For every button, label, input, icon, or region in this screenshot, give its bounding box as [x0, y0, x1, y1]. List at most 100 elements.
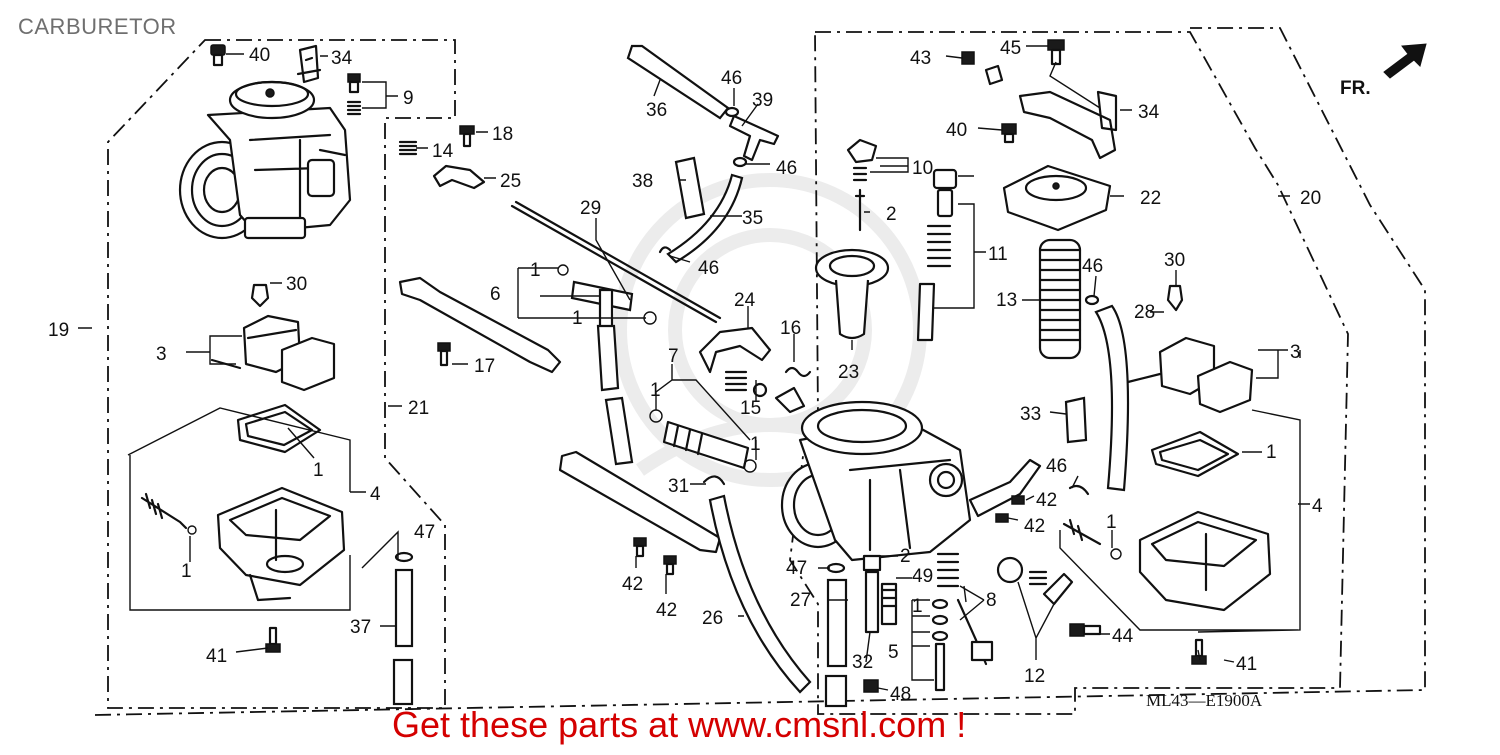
callout-34: 34 [1138, 102, 1160, 123]
callout-12: 12 [1024, 666, 1045, 687]
orientation-arrow-fr: FR. [1340, 43, 1427, 99]
callout-41: 41 [1236, 654, 1257, 675]
callout-25: 25 [500, 171, 521, 192]
screw-42-mid-b [663, 555, 677, 576]
screw-40-right [1001, 123, 1017, 144]
callout-3: 3 [1290, 342, 1301, 363]
callout-48: 48 [890, 684, 911, 705]
callout-numbers: 40 34 9 14 18 25 30 19 3 1 4 1 47 37 41 … [48, 38, 1323, 705]
callout-24: 24 [734, 290, 756, 311]
callout-44: 44 [1112, 626, 1134, 647]
callout-43: 43 [910, 48, 931, 69]
callout-35: 35 [742, 208, 763, 229]
callout-31: 31 [668, 476, 689, 497]
needle-holder-10 [846, 138, 878, 182]
callout-2: 2 [900, 546, 911, 567]
float-chamber-4-right [1138, 510, 1272, 612]
callout-10: 10 [912, 158, 933, 179]
tube-vertical-1 [596, 324, 620, 392]
frame-left-assembly [107, 39, 456, 709]
callout-1: 1 [912, 596, 923, 617]
callout-27: 27 [790, 590, 811, 611]
callout-30: 30 [286, 274, 307, 295]
rod-29 [510, 200, 722, 324]
adjuster-8 [936, 552, 994, 666]
callout-2: 2 [886, 204, 897, 225]
callout-46: 46 [1082, 256, 1103, 277]
callout-1: 1 [181, 561, 192, 582]
float-needle-30-left [250, 283, 270, 308]
float-chamber-4-left [216, 486, 346, 602]
callout-6: 6 [490, 284, 501, 305]
orientation-label: FR. [1340, 78, 1371, 99]
callout-29: 29 [580, 198, 601, 219]
callout-32: 32 [852, 652, 873, 673]
bolt-41-left [265, 626, 281, 653]
callout-42: 42 [1036, 490, 1057, 511]
washer-left [187, 525, 197, 535]
callout-1: 1 [1106, 512, 1117, 533]
callout-49: 49 [912, 566, 933, 587]
tube-37 [394, 568, 414, 648]
gasket-1-left [236, 403, 322, 454]
frame-outer-assembly [94, 27, 1426, 716]
callout-20: 20 [1300, 188, 1321, 209]
callout-1: 1 [313, 460, 324, 481]
callout-15: 15 [740, 398, 761, 419]
callout-19: 19 [48, 320, 69, 341]
clip-46-d [1084, 294, 1100, 306]
callout-18: 18 [492, 124, 513, 145]
callout-38: 38 [632, 171, 653, 192]
float-needle-30-right [1166, 284, 1184, 312]
tube-33 [1064, 396, 1088, 444]
callout-40: 40 [946, 120, 967, 141]
promo-link[interactable]: Get these parts at www.cmsnl.com ! [392, 704, 967, 745]
callout-34: 34 [331, 48, 353, 69]
callout-47: 47 [786, 558, 807, 579]
callout-13: 13 [996, 290, 1017, 311]
screw-42-mid-a [633, 537, 647, 558]
screw-42-right-a [1011, 495, 1025, 505]
float-3-right [1126, 336, 1254, 414]
plate-long [558, 450, 722, 554]
carburetor-body-right [780, 400, 972, 562]
pilot-screw-right [1062, 518, 1102, 546]
clip-46-b [732, 156, 748, 168]
screw-set-9 [346, 73, 362, 116]
callout-17: 17 [474, 356, 495, 377]
diagram-code: ML43—E1900A [1146, 691, 1263, 710]
screw-43 [961, 51, 1004, 86]
callout-37: 37 [350, 617, 371, 638]
callout-46: 46 [776, 158, 797, 179]
tube-37-lower [392, 658, 414, 706]
bolt-45 [1047, 39, 1065, 66]
tube-vertical-2 [604, 396, 634, 466]
callout-1: 1 [1266, 442, 1277, 463]
callout-8: 8 [986, 590, 997, 611]
callout-22: 22 [1140, 188, 1161, 209]
callout-42: 42 [622, 574, 643, 595]
frame-right-assembly [789, 31, 1349, 715]
callout-45: 45 [1000, 38, 1021, 59]
callout-1: 1 [530, 260, 541, 281]
screw-18 [459, 125, 475, 148]
gasket-1-right [1150, 430, 1240, 478]
callout-1: 1 [572, 308, 583, 329]
callout-16: 16 [780, 318, 801, 339]
bracket-right-top [1018, 90, 1117, 160]
callout-1: 1 [650, 380, 661, 401]
hose-26 [708, 494, 812, 694]
screw-17 [437, 342, 451, 367]
callout-41: 41 [206, 646, 227, 667]
callout-3: 3 [156, 344, 167, 365]
callout-23: 23 [838, 362, 859, 383]
float-3-left [210, 314, 336, 392]
callout-4: 4 [370, 484, 381, 505]
clip-47-left [394, 551, 414, 563]
clip-34-left [296, 44, 322, 84]
diaphragm-piston-23 [814, 248, 890, 340]
rod-36 [626, 44, 730, 120]
washer-right [1110, 548, 1122, 560]
